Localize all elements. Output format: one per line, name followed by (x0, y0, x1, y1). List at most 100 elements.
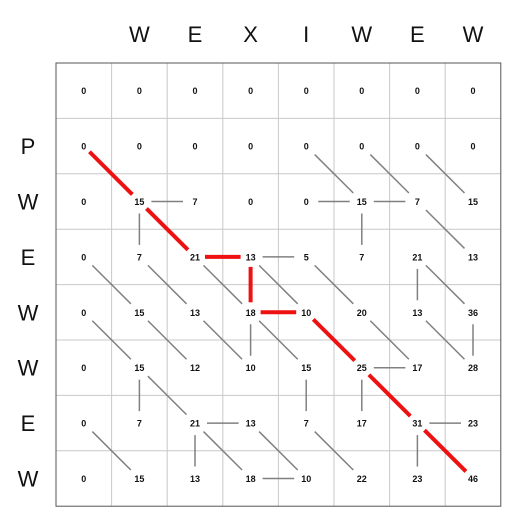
matrix-cell: 0 (81, 142, 86, 152)
matrix-cell: 31 (412, 419, 422, 429)
matrix-cell: 0 (359, 142, 364, 152)
matrix-cell: 7 (137, 419, 142, 429)
matrix-cell: 0 (248, 197, 253, 207)
matrix-cell: 36 (468, 308, 478, 318)
traceback-edge-diag (202, 431, 243, 471)
matrix-cell: 0 (248, 86, 253, 96)
traceback-edge-diag (202, 264, 243, 305)
column-header: W (129, 22, 150, 47)
row-header: W (18, 356, 39, 381)
matrix-cell: 28 (468, 363, 478, 373)
traceback-edge-diag (91, 431, 132, 471)
matrix-cell: 0 (304, 86, 309, 96)
column-header: I (303, 22, 309, 47)
matrix-cell: 7 (137, 252, 142, 262)
matrix-cell: 0 (192, 86, 197, 96)
matrix-cell: 15 (468, 197, 478, 207)
optimal-path (88, 150, 468, 473)
traceback-edge-diag (91, 320, 132, 360)
matrix-cell: 0 (81, 308, 86, 318)
matrix-cell: 21 (412, 252, 422, 262)
traceback-edge-diag (258, 264, 299, 305)
matrix-cell: 12 (190, 363, 200, 373)
matrix-cell: 5 (304, 252, 309, 262)
traceback-edge-diag (425, 264, 466, 305)
matrix-cell: 46 (468, 474, 478, 484)
optimal-path-segment (88, 150, 134, 196)
matrix-cells: 0 0 0 0 0 0 0 0 0 0 0 0 0 0 0 0 0 15 7 0 0 15 7 15 0 7 21 13 5 7 21 13 0… (81, 86, 478, 484)
column-header: W (351, 22, 372, 47)
matrix-cell: 0 (248, 142, 253, 152)
matrix-cell: 15 (134, 474, 144, 484)
matrix-cell: 13 (190, 308, 200, 318)
matrix-cell: 23 (412, 474, 422, 484)
matrix-cell: 0 (137, 86, 142, 96)
matrix-cell: 13 (246, 419, 256, 429)
optimal-path-segment (145, 207, 190, 252)
matrix-cell: 15 (301, 363, 311, 373)
optimal-path-segment (367, 373, 412, 418)
column-header: E (188, 22, 203, 47)
matrix-cell: 15 (134, 308, 144, 318)
matrix-cell: 10 (246, 363, 256, 373)
matrix-cell: 10 (301, 474, 311, 484)
column-header: X (243, 22, 258, 47)
traceback-edge-diag (425, 320, 466, 360)
traceback-edge-diag (147, 320, 188, 360)
matrix-cell: 7 (304, 419, 309, 429)
matrix-cell: 0 (359, 86, 364, 96)
matrix-cell: 0 (81, 197, 86, 207)
matrix-cell: 0 (137, 142, 142, 152)
matrix-cell: 0 (304, 197, 309, 207)
optimal-path-segment (311, 317, 357, 363)
row-header: P (21, 134, 36, 159)
matrix-cell: 25 (357, 363, 367, 373)
traceback-edge-diag (369, 154, 410, 194)
traceback-edge-diag (258, 320, 299, 360)
matrix-cell: 0 (192, 142, 197, 152)
traceback-edge-diag (314, 264, 354, 305)
optimal-path-segment (423, 428, 468, 473)
column-header: E (410, 22, 425, 47)
matrix-cell: 0 (81, 86, 86, 96)
matrix-cell: 0 (81, 252, 86, 262)
matrix-cell: 15 (357, 197, 367, 207)
traceback-edge-diag (202, 320, 243, 360)
matrix-cell: 23 (468, 419, 478, 429)
traceback-edge-diag (425, 154, 466, 194)
matrix-cell: 7 (415, 197, 420, 207)
matrix-cell: 17 (357, 419, 367, 429)
matrix-cell: 0 (415, 142, 420, 152)
row-header: W (18, 300, 39, 325)
matrix-cell: 7 (359, 252, 364, 262)
traceback-edge-diag (147, 375, 188, 416)
row-header: W (18, 190, 39, 215)
matrix-cell: 13 (246, 252, 256, 262)
traceback-edge-diag (314, 154, 354, 194)
matrix-cell: 0 (415, 86, 420, 96)
traceback-edge-diag (369, 320, 410, 360)
matrix-cell: 18 (246, 308, 256, 318)
matrix-cell: 17 (412, 363, 422, 373)
matrix-cell: 0 (81, 419, 86, 429)
traceback-edge-diag (425, 209, 466, 249)
row-header: W (18, 467, 39, 492)
matrix-cell: 0 (81, 363, 86, 373)
traceback-edge-diag (314, 431, 354, 471)
matrix-cell: 13 (190, 474, 200, 484)
row-header: E (21, 411, 36, 436)
matrix-cell: 15 (134, 363, 144, 373)
matrix-cell: 0 (470, 86, 475, 96)
traceback-edge-diag (258, 431, 299, 471)
matrix-cell: 20 (357, 308, 367, 318)
row-header: E (21, 245, 36, 270)
matrix-cell: 21 (190, 419, 200, 429)
matrix-cell: 21 (190, 252, 200, 262)
matrix-cell: 10 (301, 308, 311, 318)
matrix-cell: 18 (246, 474, 256, 484)
matrix-border (55, 62, 502, 507)
matrix-cell: 0 (304, 142, 309, 152)
matrix-cell: 13 (412, 308, 422, 318)
